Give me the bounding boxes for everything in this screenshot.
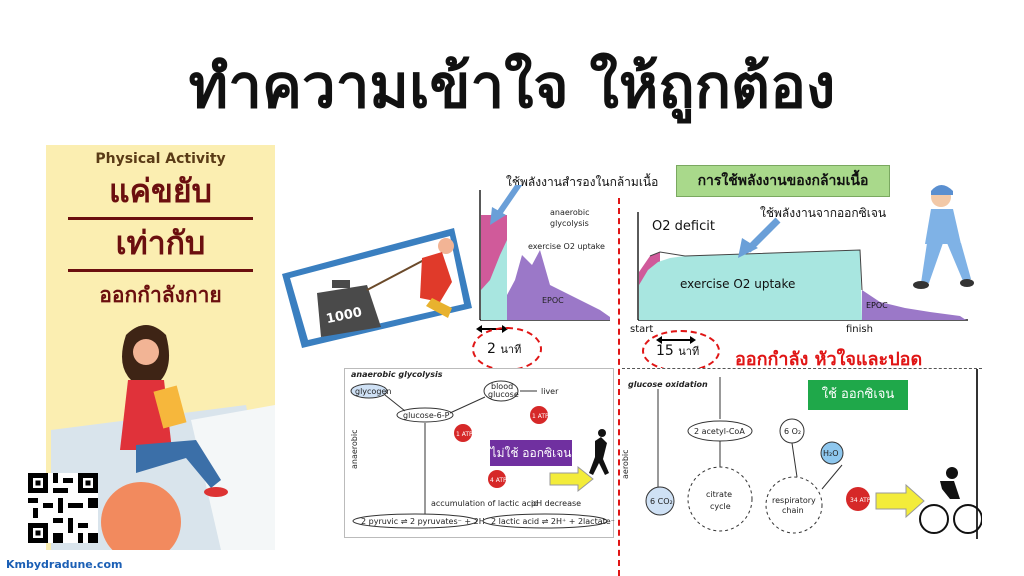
- short-graph-note: ใช้พลังงานสำรองในกล้ามเนื้อ: [506, 175, 659, 189]
- poster-line2: เท่ากับ: [115, 224, 206, 262]
- poster-line3: ออกกำลังกาย: [99, 283, 222, 307]
- qr-code[interactable]: [28, 473, 98, 543]
- aerobic-atp-label: 34 ATP: [850, 497, 871, 504]
- short-duration: 2 นาที: [487, 340, 521, 358]
- acetyl-coa-label: 2 acetyl-CoA: [694, 427, 745, 436]
- atp2-label: 1 ATP: [456, 431, 473, 438]
- weight-label: 1000: [325, 305, 364, 327]
- atp3-label: 4 ATP: [490, 477, 507, 484]
- long-duration-unit: นาที: [678, 345, 700, 358]
- aerobic-diagram: glucose oxidation aerobic 2 acetyl-CoA 6…: [621, 368, 983, 539]
- h2o-label: H₂O: [823, 449, 839, 458]
- citrate-label2: cycle: [710, 502, 731, 511]
- long-o2-uptake-label: exercise O2 uptake: [680, 277, 795, 291]
- poster-heading: Physical Activity: [95, 151, 226, 167]
- blood-glucose-label2: glucose: [488, 390, 519, 399]
- short-exercise-graph: anaerobic glycolysis exercise O2 uptake …: [479, 185, 610, 321]
- weight-pulling-illustration: 1000: [282, 228, 472, 348]
- respiratory-label2: chain: [782, 506, 804, 515]
- long-exercise-graph: O2 deficit exercise O2 uptake EPOC: [637, 212, 968, 321]
- anaerobic-heading: anaerobic glycolysis: [351, 370, 443, 379]
- divider-line: [618, 198, 620, 576]
- slide-title: ทำความเข้าใจ ให้ถูกต้อง: [188, 52, 836, 122]
- cardio-label: ออกกำลัง หัวใจและปอด: [735, 349, 923, 370]
- atp1-label: 1 ATP: [532, 413, 549, 420]
- long-epoc-label: EPOC: [866, 301, 888, 310]
- anaerobic-side-label: anaerobic: [350, 429, 359, 469]
- ph-decrease: pH decrease: [531, 499, 581, 508]
- start-label: start: [630, 324, 654, 335]
- poster-divider: [68, 217, 253, 220]
- long-duration-value: 15: [656, 343, 674, 359]
- lactic-accumulation: accumulation of lactic acid: [431, 499, 538, 508]
- activity-poster: Physical Activity แค่ขยับ เท่ากับ ออกกำล…: [46, 145, 275, 550]
- o2-deficit-label: O2 deficit: [652, 219, 715, 234]
- respiratory-label1: respiratory: [772, 496, 816, 505]
- glycogen-label: glycogen: [355, 387, 391, 396]
- long-duration: 15 นาที: [656, 342, 699, 360]
- anaerobic-diagram-graphic: anaerobic glycolysis anaerobic glycogen …: [350, 370, 615, 529]
- aerobic-heading: glucose oxidation: [628, 380, 708, 389]
- anaerobic-diagram: anaerobic glycolysis anaerobic glycogen …: [344, 368, 615, 538]
- website-link[interactable]: Kmbydradune.com: [6, 558, 123, 571]
- walking-man-illustration: [913, 185, 974, 289]
- short-o2-uptake-label: exercise O2 uptake: [528, 242, 605, 251]
- pyruvic-equation: 2 pyruvic ⇌ 2 pyruvates⁻ + 2H⁺: [361, 517, 489, 526]
- g6p-label: glucose-6-P: [403, 411, 450, 420]
- long-graph-note: ใช้พลังงานจากออกซิเจน: [760, 206, 887, 220]
- liver-label: liver: [541, 387, 559, 396]
- poster-divider: [68, 269, 253, 272]
- aerobic-side-label: aerobic: [622, 449, 630, 479]
- short-anaerobic-label: anaerobic: [550, 208, 590, 217]
- no-oxygen-badge: ไม่ใช้ ออกซิเจน: [490, 440, 572, 466]
- lactic-equation: 2 lactic acid ⇌ 2H⁺ + 2lactate⁻: [491, 517, 615, 526]
- aerobic-diagram-graphic: glucose oxidation aerobic 2 acetyl-CoA 6…: [621, 369, 983, 539]
- o2-label: 6 O₂: [784, 427, 801, 436]
- short-duration-value: 2: [487, 341, 496, 357]
- finish-label: finish: [846, 324, 873, 335]
- citrate-label1: citrate: [706, 490, 732, 499]
- short-epoc-label: EPOC: [542, 296, 564, 305]
- co2-label: 6 CO₂: [650, 497, 673, 506]
- short-glycolysis-label: glycolysis: [550, 219, 589, 228]
- blood-glucose-label1: blood: [491, 382, 513, 391]
- reading-woman-illustration: [51, 325, 275, 550]
- poster-line1: แค่ขยับ: [109, 172, 212, 210]
- use-oxygen-badge: ใช้ ออกซิเจน: [808, 380, 908, 410]
- short-duration-unit: นาที: [500, 343, 522, 356]
- muscle-energy-label: การใช้พลังงานของกล้ามเนื้อ: [676, 165, 890, 197]
